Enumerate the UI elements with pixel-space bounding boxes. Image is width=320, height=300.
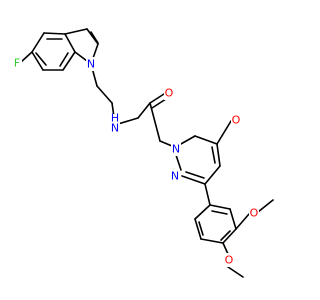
bond-18 (117, 117, 139, 125)
bond-22 (149, 102, 161, 142)
bond-38 (194, 218, 202, 240)
bond-21 (151, 98, 167, 109)
bond-42 (198, 221, 204, 236)
fluorine-label-bg (12, 56, 22, 70)
bond-2 (62, 51, 76, 71)
bond-36 (222, 228, 237, 244)
bond-1 (64, 33, 76, 53)
bond-31 (185, 171, 205, 179)
fluorine-atom-label: F (14, 57, 20, 70)
methoxy-oxygen-2-atom-label: O (225, 254, 234, 267)
methoxy-oxygen-1-atom-label: O (250, 207, 259, 220)
ring-nitrogen-1-atom-label: N (172, 143, 180, 156)
bond-45 (222, 242, 229, 255)
methoxy-oxygen-1-label-bg (249, 206, 259, 220)
ring-oxygen-label-bg (231, 113, 241, 127)
bond-layer (20, 28, 274, 278)
amide-nitrogen-atom-label: N (111, 122, 119, 135)
molecule-structure-diagram: F N H N O O N N O O (12, 28, 274, 278)
bond-34 (209, 204, 231, 210)
bond-20 (149, 93, 165, 104)
bond-5 (31, 32, 45, 53)
bond-14 (20, 51, 33, 63)
ring-nitrogen-2-label-bg (170, 169, 180, 183)
bond-13 (90, 31, 99, 44)
bond-40 (211, 210, 228, 215)
bond-26 (216, 143, 221, 167)
bond-29 (175, 154, 182, 171)
bond-44 (257, 199, 274, 213)
bond-9 (64, 28, 88, 35)
bond-37 (200, 238, 224, 244)
bond-43 (235, 213, 250, 230)
bond-32 (216, 120, 232, 145)
indole-nitrogen-label-bg (86, 57, 96, 71)
bond-23 (159, 140, 173, 147)
bond-19 (137, 102, 151, 119)
bond-7 (59, 52, 69, 67)
bond-30 (211, 146, 216, 164)
bond-16 (96, 85, 113, 104)
carbonyl-oxygen-label-bg (164, 86, 174, 100)
methoxy-oxygen-2-label-bg (224, 253, 234, 267)
bond-0 (43, 32, 66, 35)
bond-25 (194, 135, 218, 145)
atom-label-layer: F N H N O O N N O O (12, 56, 259, 267)
bond-41 (220, 230, 231, 241)
ring-nitrogen-2-atom-label: N (171, 170, 179, 183)
bond-33 (204, 183, 211, 206)
bond-39 (194, 204, 211, 220)
indole-nitrogen-atom-label: N (87, 58, 95, 71)
bond-35 (229, 208, 237, 230)
bond-4 (31, 51, 44, 71)
amide-nitrogen-hydrogen-label: H (111, 112, 119, 125)
bond-28 (181, 175, 206, 185)
bond-8 (35, 52, 47, 66)
amide-nitrogen-label-bg (110, 114, 120, 140)
ring-oxygen-atom-label: O (232, 114, 241, 127)
ring-nitrogen-1-label-bg (171, 142, 181, 156)
bond-27 (204, 165, 221, 185)
carbonyl-oxygen-atom-label: O (165, 87, 174, 100)
